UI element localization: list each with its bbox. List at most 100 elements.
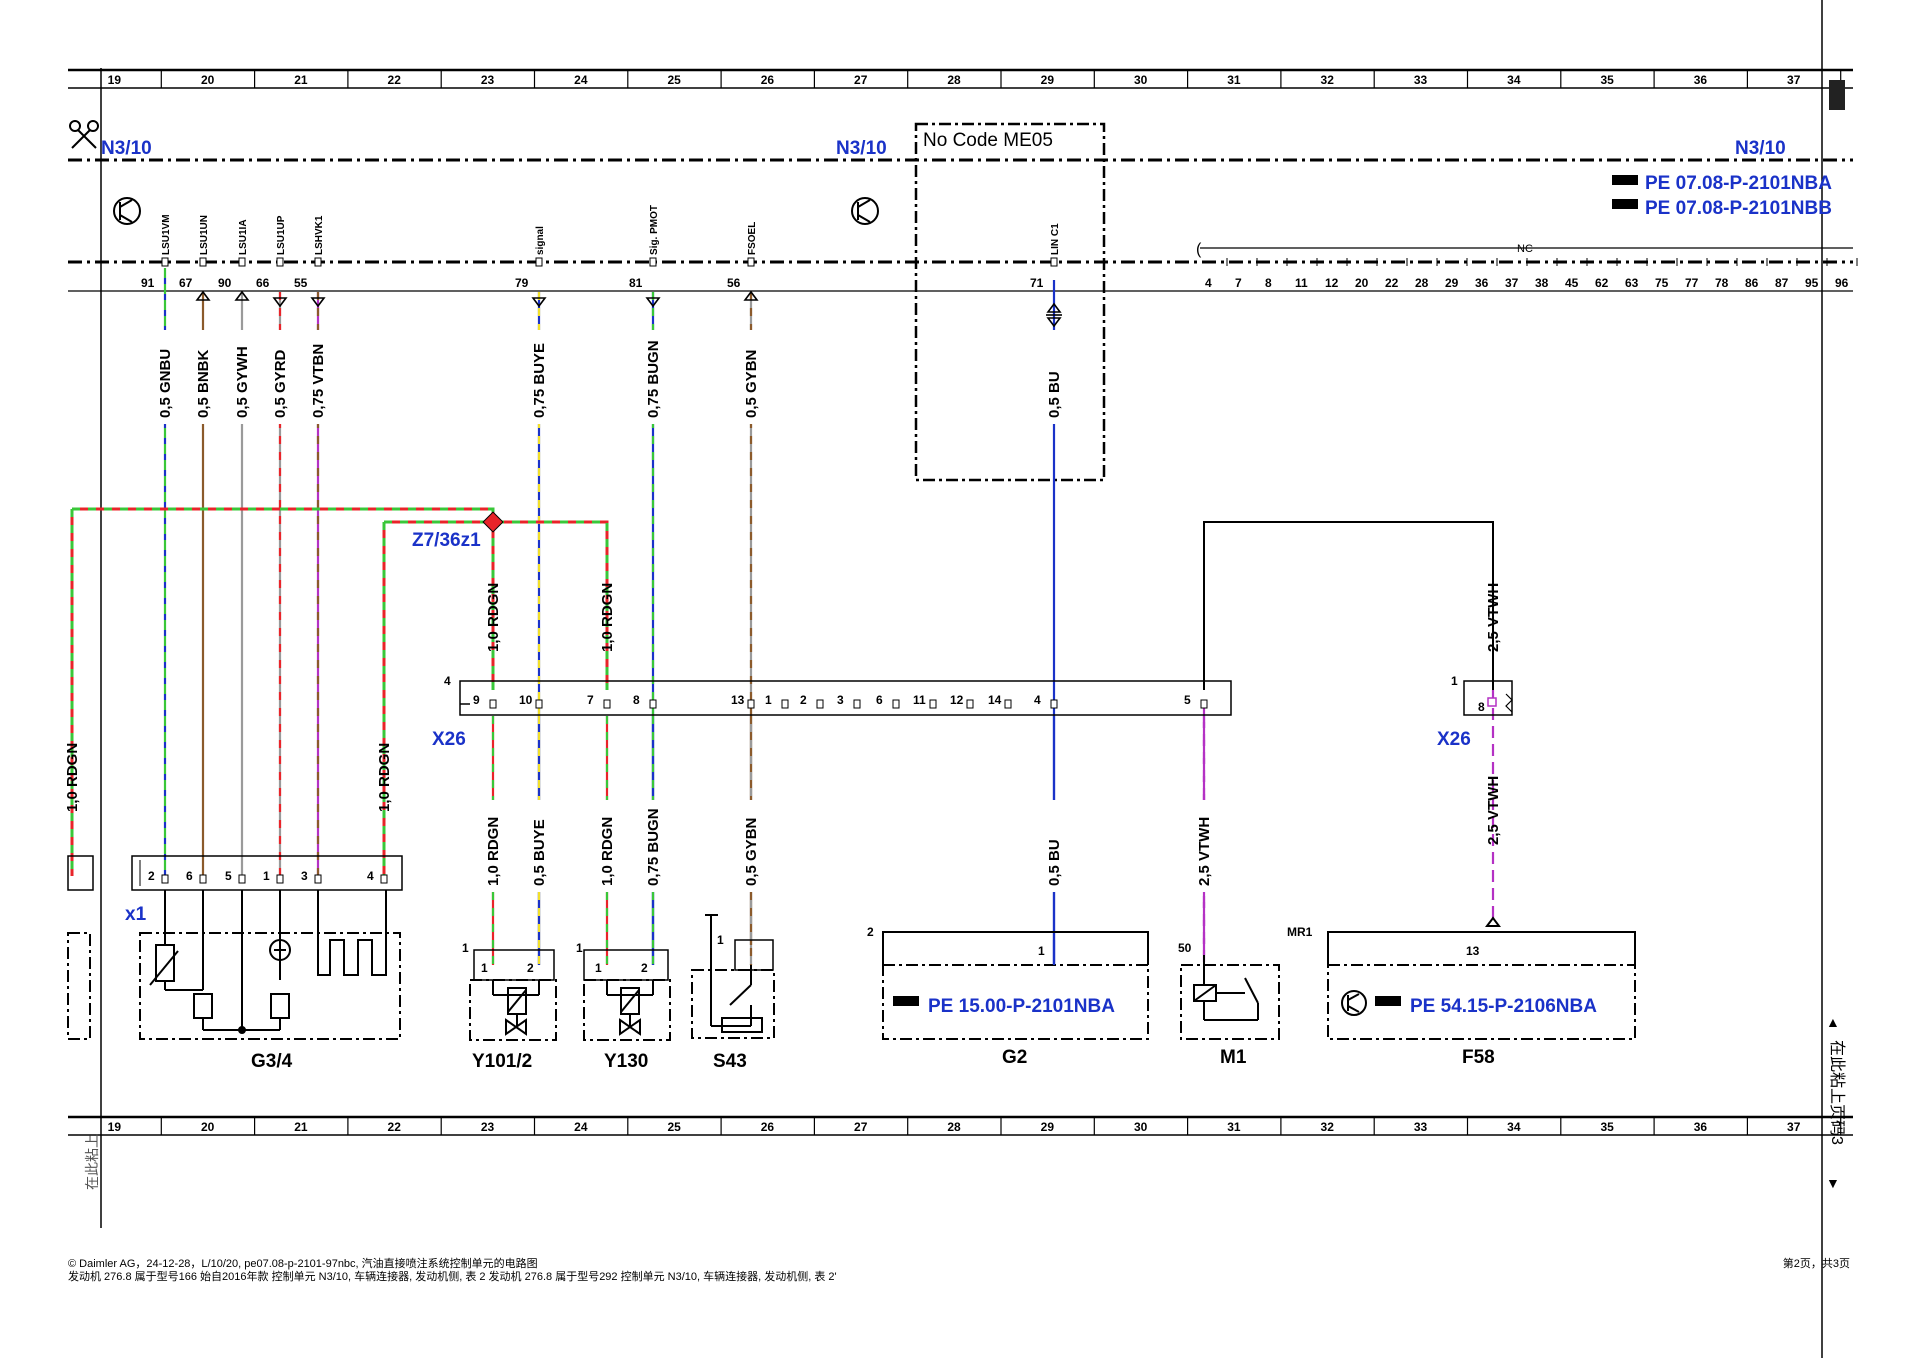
nc-pin-number: 4 <box>1205 276 1212 290</box>
g2-alternator <box>882 931 1149 1040</box>
cu-label-left: N3/10 <box>101 138 152 159</box>
nc-pin-number: 75 <box>1655 276 1669 290</box>
grid-number: 29 <box>1041 1120 1055 1134</box>
vtwh-loop <box>1203 521 1494 690</box>
grid-number: 33 <box>1414 73 1428 87</box>
y1012-label: Y101/2 <box>472 1051 532 1072</box>
m1-label: M1 <box>1220 1047 1247 1068</box>
transistor-icon <box>113 197 879 225</box>
grid-number: 36 <box>1694 73 1708 87</box>
signal-name: signal <box>535 226 546 255</box>
y1012-p1: 1 <box>481 961 488 975</box>
grid-number: 25 <box>667 1120 681 1134</box>
grid-number: 27 <box>854 73 868 87</box>
svg-text:1: 1 <box>1451 674 1458 688</box>
grid-number: 36 <box>1694 1120 1708 1134</box>
x1-pin-number: 4 <box>367 869 374 883</box>
nc-pin-number: 87 <box>1775 276 1789 290</box>
ref-link-2[interactable]: PE 07.08-P-2101NBB <box>1645 198 1832 219</box>
signal-name: FSOEL <box>747 222 758 255</box>
m1-num: 50 <box>1178 941 1192 955</box>
nc-pin-number: 96 <box>1835 276 1849 290</box>
hand-icon <box>1375 996 1401 1006</box>
grid-number: 35 <box>1600 73 1614 87</box>
nc-pin-number: 20 <box>1355 276 1369 290</box>
grid-number: 26 <box>761 1120 775 1134</box>
cu-pin-number: 91 <box>141 276 155 290</box>
x26-pin-number: 14 <box>988 693 1002 707</box>
grid-number: 33 <box>1414 1120 1428 1134</box>
grid-number: 31 <box>1227 1120 1241 1134</box>
grid-number: 20 <box>201 73 215 87</box>
x26-pin-number: 12 <box>950 693 964 707</box>
y130-valve <box>583 949 671 1041</box>
g34-label: G3/4 <box>251 1051 293 1072</box>
signal-name: LIN C1 <box>1050 223 1061 255</box>
wire-label: 0,5 GYBN <box>743 350 760 418</box>
x1-pin-number: 2 <box>148 869 155 883</box>
ref-link-1[interactable]: PE 07.08-P-2101NBA <box>1645 173 1832 194</box>
grid-number: 30 <box>1134 73 1148 87</box>
signal-name: LSU1UP <box>276 215 287 255</box>
wire-label-rdgn-1: 1,0 RDGN <box>485 583 502 652</box>
footer-line-1: © Daimler AG，24-12-28，L/10/20, pe07.08-p… <box>68 1258 538 1270</box>
connector-x26-right: 1 8 X26 <box>1437 674 1513 750</box>
nc-pin-number: 28 <box>1415 276 1429 290</box>
grid-number: 23 <box>481 73 495 87</box>
wire-label: 1,0 RDGN <box>599 817 616 886</box>
grid-number: 22 <box>388 1120 402 1134</box>
y1012-valve <box>469 949 557 1041</box>
signal-name: LSU1UN <box>199 215 210 255</box>
x26-pin-number: 4 <box>1034 693 1041 707</box>
footer-page: 第2页，共3页 <box>1782 1258 1850 1270</box>
x26-pin-number: 3 <box>837 693 844 707</box>
nc-pin-number: 29 <box>1445 276 1459 290</box>
g2-ref-link[interactable]: PE 15.00-P-2101NBA <box>928 996 1115 1017</box>
cu-pin-number: 56 <box>727 276 741 290</box>
grid-number: 34 <box>1507 1120 1521 1134</box>
grid-number: 35 <box>1600 1120 1614 1134</box>
cu-label-mid: N3/10 <box>836 138 887 159</box>
grid-number: 26 <box>761 73 775 87</box>
x26-pin-number: 2 <box>800 693 807 707</box>
footer-line-2: 发动机 276.8 属于型号166 始自2016年款 控制单元 N3/10, 车… <box>68 1271 837 1283</box>
f58-ref-link[interactable]: PE 54.15-P-2106NBA <box>1410 996 1597 1017</box>
x1-pin-number: 3 <box>301 869 308 883</box>
nc-pin-number: 63 <box>1625 276 1639 290</box>
grid-number: 37 <box>1787 73 1801 87</box>
grid-number: 32 <box>1321 73 1335 87</box>
grid-number: 29 <box>1041 73 1055 87</box>
grid-number: 23 <box>481 1120 495 1134</box>
grid-number: 30 <box>1134 1120 1148 1134</box>
svg-text:X26: X26 <box>432 729 466 750</box>
grid-number: 21 <box>294 73 308 87</box>
f58-pin: 13 <box>1466 944 1480 958</box>
no-code-label: No Code ME05 <box>923 130 1053 151</box>
splice-label: Z7/36z1 <box>412 530 481 551</box>
nc-pin-number: 11 <box>1295 276 1308 290</box>
footer-caption: © Daimler AG，24-12-28，L/10/20, pe07.08-p… <box>68 1258 837 1284</box>
nc-pin-number: 95 <box>1805 276 1819 290</box>
cu-pin-number: 90 <box>218 276 232 290</box>
nc-pin-number: 77 <box>1685 276 1699 290</box>
grid-number: 34 <box>1507 73 1521 87</box>
g2-label: G2 <box>1002 1047 1027 1068</box>
grid-number: 27 <box>854 1120 868 1134</box>
signal-name: LSHVK1 <box>314 215 325 255</box>
f58-num: MR1 <box>1287 925 1313 939</box>
nc-pin-number: 22 <box>1385 276 1399 290</box>
left-partial-component <box>67 855 94 1040</box>
signal-name: LSU1IA <box>238 219 249 255</box>
y130-label: Y130 <box>604 1051 648 1072</box>
svg-text:x1: x1 <box>125 904 147 925</box>
wire-label-rdgn-3: 1,0 RDGN <box>64 743 81 812</box>
s43-num: 1 <box>717 933 724 947</box>
grid-number: 21 <box>294 1120 308 1134</box>
wire-label: 0,5 BNBK <box>195 349 212 418</box>
y130-num: 1 <box>576 941 583 955</box>
wire-label: 0,75 BUGN <box>645 808 662 886</box>
wire-label: 0,5 BU <box>1046 839 1063 886</box>
